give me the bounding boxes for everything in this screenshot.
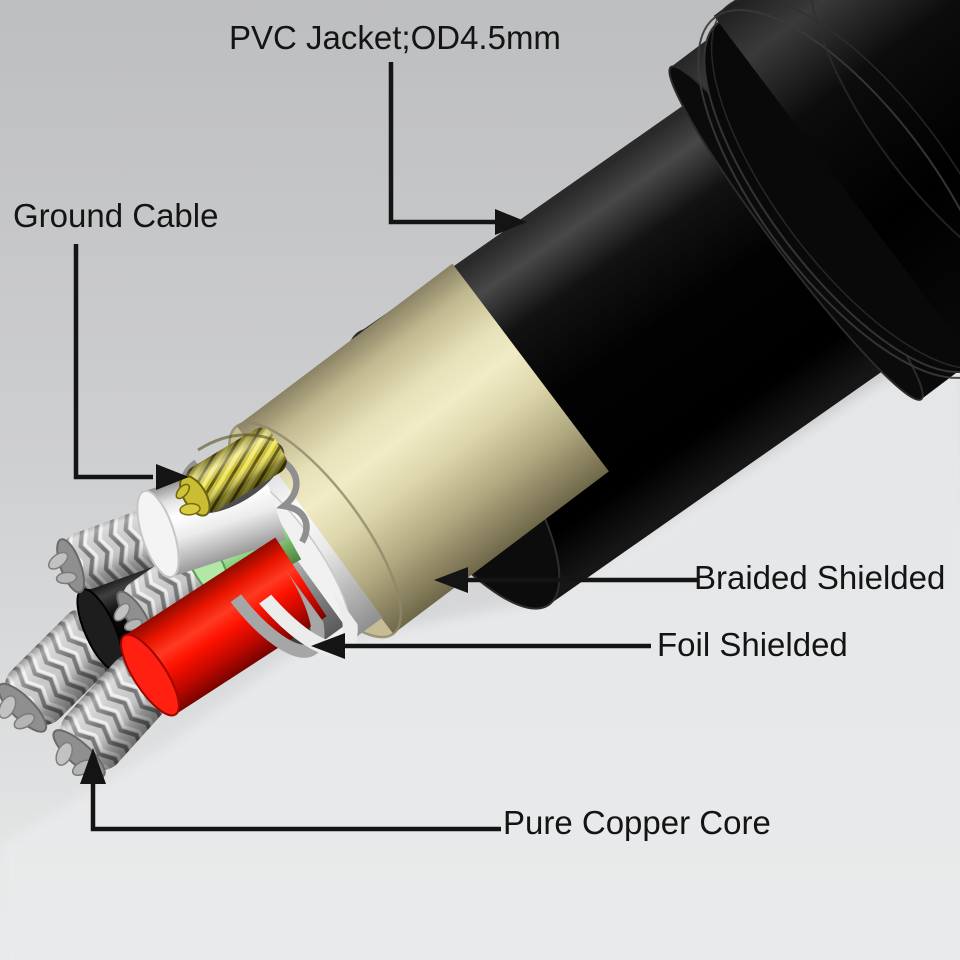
wire-red	[52, 537, 327, 779]
copper-core-label: Pure Copper Core	[503, 804, 771, 841]
braided-shield-label: Braided Shielded	[694, 559, 946, 596]
ground-wire-top-shadow	[197, 433, 275, 452]
pvc-jacket-arrowhead	[495, 209, 527, 235]
pvc-jacket-leader-line	[388, 62, 497, 225]
braided-shield-arrowhead	[434, 567, 468, 593]
ground-cable-arrowhead	[156, 464, 189, 490]
ground-wire	[175, 427, 287, 517]
ground-cable-leader-line	[73, 244, 153, 480]
shield-fold-right	[276, 459, 310, 544]
ground-cable-label: Ground Cable	[13, 197, 219, 234]
pvc-jacket-label: PVC Jacket;OD4.5mm	[229, 19, 561, 56]
copper-core-leader-line	[90, 783, 501, 832]
copper-core-arrowhead	[80, 748, 106, 784]
foil-shield-arrowhead	[311, 633, 345, 659]
annotations	[73, 62, 697, 832]
foil-shield-label: Foil Shielded	[657, 626, 848, 663]
floor-light-wedge	[0, 351, 960, 960]
wire-red-insulation	[124, 537, 327, 715]
cable-connector	[668, 0, 960, 401]
